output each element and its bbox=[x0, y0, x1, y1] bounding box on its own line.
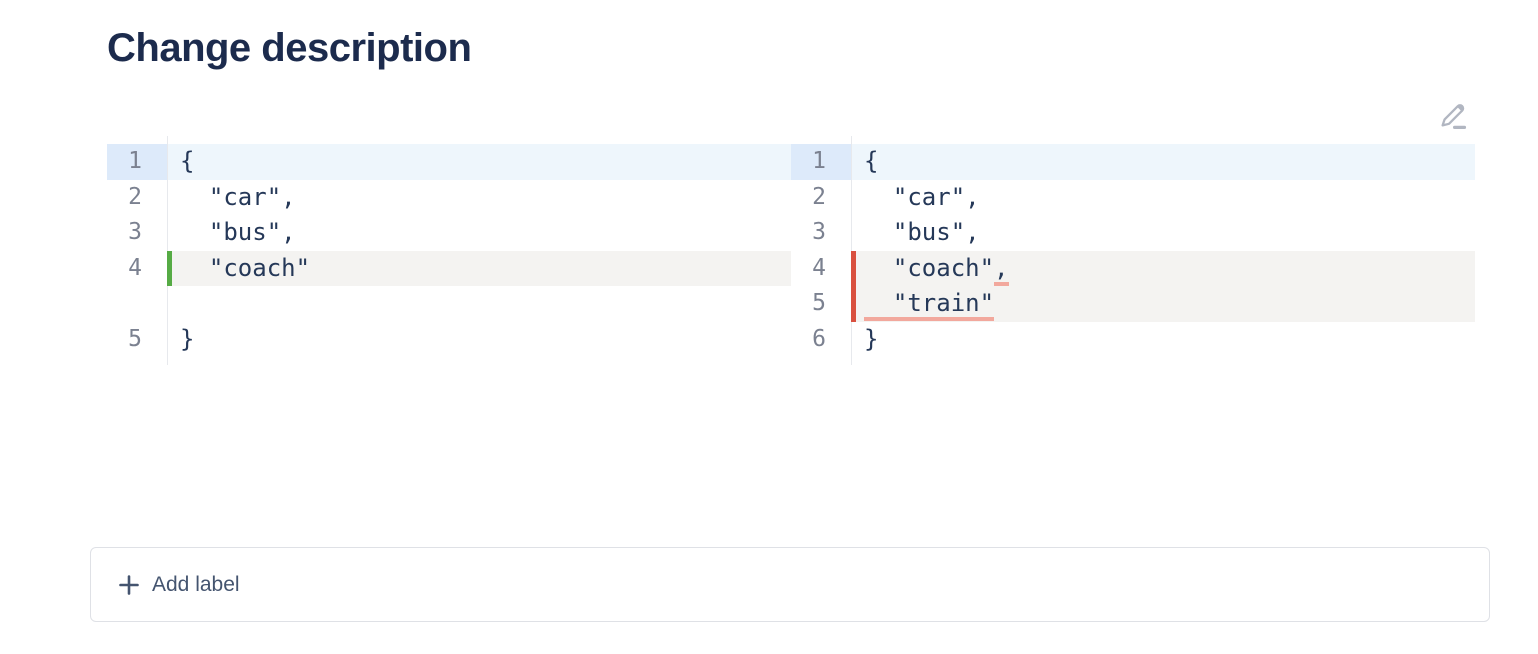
code-line: "car", bbox=[167, 180, 791, 216]
plus-icon bbox=[119, 574, 139, 595]
add-label-button[interactable]: Add label bbox=[90, 547, 1490, 622]
diff-line-row: 3 "bus", bbox=[107, 215, 791, 251]
line-number: 5 bbox=[812, 290, 826, 316]
code-line: } bbox=[851, 322, 1475, 358]
code-text: "bus", bbox=[180, 218, 296, 246]
code-line: "bus", bbox=[851, 215, 1475, 251]
diff-spacer-row bbox=[107, 286, 791, 322]
code-line: "coach", bbox=[851, 250, 1475, 286]
line-number: 1 bbox=[791, 144, 851, 180]
line-number: 2 bbox=[812, 183, 826, 210]
edit-description-button[interactable] bbox=[1434, 96, 1472, 134]
line-number: 2 bbox=[128, 183, 142, 210]
diff-line-row: 3 "bus", bbox=[791, 215, 1475, 251]
line-number: 4 bbox=[128, 254, 142, 281]
page-title: Change description bbox=[107, 26, 472, 70]
code-line: "coach" bbox=[167, 250, 791, 286]
diff-line-row: 4 "coach", bbox=[791, 250, 1475, 286]
add-label-text: Add label bbox=[152, 572, 240, 596]
line-number: 5 bbox=[128, 325, 142, 352]
code-line: "car", bbox=[851, 180, 1475, 216]
diff-line-row: 1{ bbox=[791, 144, 1475, 180]
code-text: "bus", bbox=[864, 218, 980, 246]
line-number: 3 bbox=[128, 219, 142, 245]
code-line: { bbox=[167, 144, 791, 180]
diff-pane-old: 1{2 "car",3 "bus",4 "coach"5} bbox=[107, 136, 791, 365]
code-text: { bbox=[180, 147, 195, 175]
inserted-text: "train" bbox=[864, 289, 995, 321]
line-number: 3 bbox=[812, 219, 826, 245]
code-text: } bbox=[864, 324, 879, 353]
diff-line-row: 5} bbox=[107, 322, 791, 358]
code-line: } bbox=[167, 322, 791, 358]
diff-line-row: 2 "car", bbox=[107, 180, 791, 216]
code-text: } bbox=[180, 324, 195, 353]
code-text: "coach" bbox=[180, 253, 311, 282]
line-number: 6 bbox=[812, 325, 826, 352]
diff-pane-new: 1{2 "car",3 "bus",4 "coach",5 "train"6} bbox=[791, 136, 1475, 365]
code-text: { bbox=[864, 147, 879, 175]
code-line: { bbox=[851, 144, 1475, 180]
diff-line-row: 2 "car", bbox=[791, 180, 1475, 216]
code-line: "bus", bbox=[167, 215, 791, 251]
pencil-edit-icon bbox=[1437, 99, 1469, 131]
line-number bbox=[107, 286, 167, 322]
code-text: "car", bbox=[864, 182, 980, 211]
code-line: "train" bbox=[851, 286, 1475, 322]
line-number: 4 bbox=[812, 254, 826, 281]
line-number: 1 bbox=[107, 144, 167, 180]
inserted-text: , bbox=[994, 253, 1009, 286]
code-line bbox=[167, 286, 791, 322]
diff-line-row: 1{ bbox=[107, 144, 791, 180]
code-text: "coach" bbox=[864, 253, 995, 282]
diff-line-row: 4 "coach" bbox=[107, 250, 791, 286]
code-text: "car", bbox=[180, 182, 296, 211]
diff-line-row: 6} bbox=[791, 322, 1475, 358]
diff-line-row: 5 "train" bbox=[791, 286, 1475, 322]
diff-viewer: 1{2 "car",3 "bus",4 "coach"5} 1{2 "car",… bbox=[107, 136, 1475, 365]
